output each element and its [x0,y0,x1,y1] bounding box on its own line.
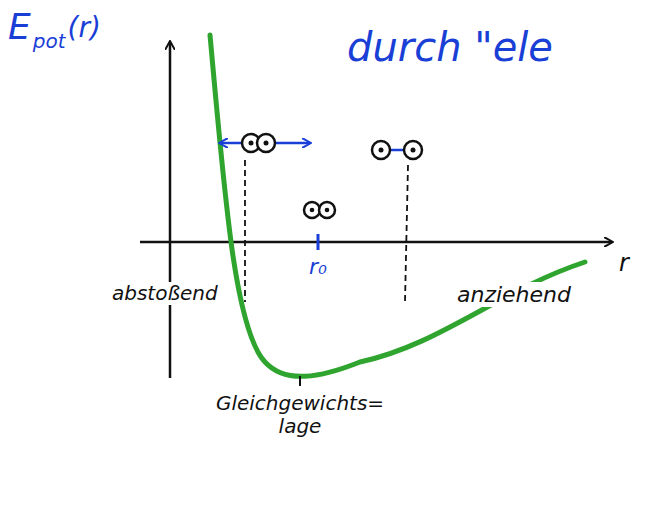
distance-label: r₀ [307,254,329,279]
axis-title-subscript: pot [31,30,68,53]
atom-core [411,148,416,153]
atom [304,202,320,218]
r0-tick [317,234,320,250]
atom-core [325,208,330,213]
guide-line [405,165,408,302]
heading-fragment: durch "ele [345,24,555,70]
axis-title: E [6,6,33,47]
atom-core [249,141,254,146]
y-axis [169,42,172,378]
axis-note: abstoßend [110,282,220,305]
atom [372,141,390,159]
bond-line [391,149,403,152]
atom-core [310,208,315,213]
axis-title: (r) [66,12,103,44]
atom [257,134,275,152]
atom-core [264,141,269,146]
atom-core [379,148,384,153]
axis-note: anziehend [455,282,573,307]
axis-label: r [617,250,631,278]
guide-line [244,160,246,302]
potential-curve [210,35,585,376]
atom [404,141,422,159]
atom [319,202,335,218]
min-tick [299,376,301,386]
equilibrium-label: Gleichgewichts= lage [214,392,386,438]
x-axis [140,241,612,244]
